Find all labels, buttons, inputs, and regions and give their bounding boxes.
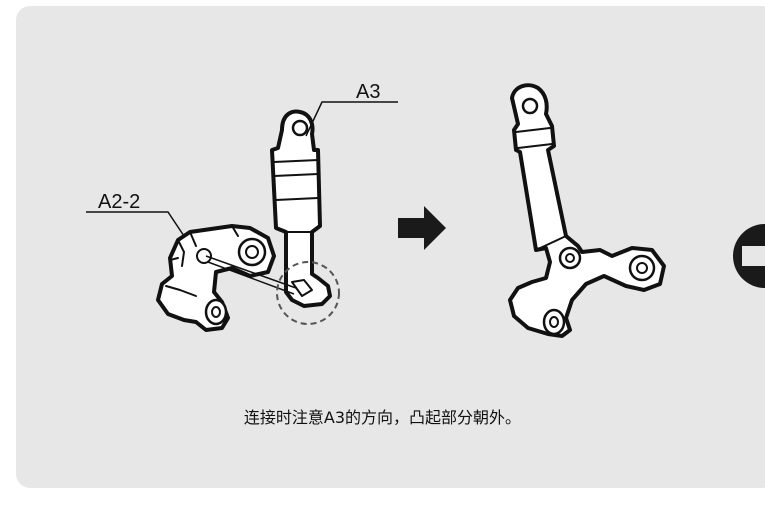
label-a2-2: A2-2 [98, 191, 141, 213]
label-a3: A3 [356, 81, 381, 103]
arrow-right-icon [398, 206, 446, 250]
assembled-parts [508, 83, 666, 338]
part-a2-2 [156, 224, 276, 332]
next-step-icon [733, 224, 765, 288]
instruction-caption: 连接时注意A3的方向，凸起部分朝外。 [243, 408, 522, 427]
callouts [86, 101, 398, 325]
part-a3 [270, 109, 332, 308]
